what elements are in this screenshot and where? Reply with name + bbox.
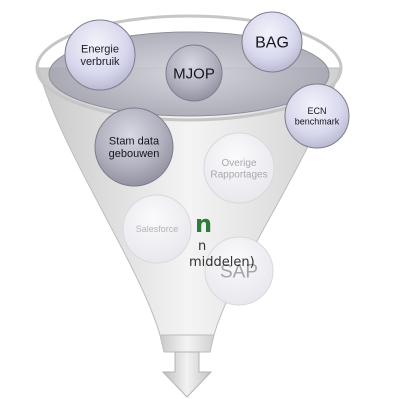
down-arrow-icon [161, 351, 213, 398]
bubble-label-ecn-0: ECN [307, 106, 326, 116]
bubble-label-bag-0: BAG [255, 35, 289, 52]
funnel-spout [159, 334, 215, 353]
bubble-circle-sap [204, 236, 274, 306]
funnel-rim-outer [35, 14, 343, 122]
bubble-circle-overige [203, 132, 275, 204]
bubble-circle-bag [241, 11, 303, 73]
bubble-circle-energie [64, 19, 136, 91]
bubble-label-overige-0: Overige [221, 158, 256, 169]
bubble-label-salesforce-0: Salesforce [136, 224, 179, 234]
bubble-label-energie-1: verbruik [80, 56, 120, 68]
bubble-label-ecn-1: benchmark [295, 116, 340, 126]
bubble-circle-salesforce [122, 194, 192, 264]
bubble-label-sap-0: SAP [220, 262, 258, 283]
bubble-label-overige-1: Rapportages [210, 169, 267, 180]
bubble-label-mjop-0: MJOP [173, 65, 215, 82]
bubble-bag: BAG [241, 11, 303, 73]
bubble-mjop: MJOP [165, 44, 223, 102]
bubble-circle-stam [94, 107, 174, 187]
bubble-salesforce: Salesforce [122, 194, 192, 264]
funnel-rim-highlight [48, 31, 330, 117]
bubble-circle-ecn [284, 83, 350, 149]
bubble-label-stam-0: Stam data [109, 136, 160, 148]
bubble-label-stam-1: gebouwen [109, 148, 160, 160]
bubble-label-energie-0: Energie [81, 44, 119, 56]
bubble-sap: SAP [204, 236, 274, 306]
bubble-circle-mjop [165, 44, 223, 102]
